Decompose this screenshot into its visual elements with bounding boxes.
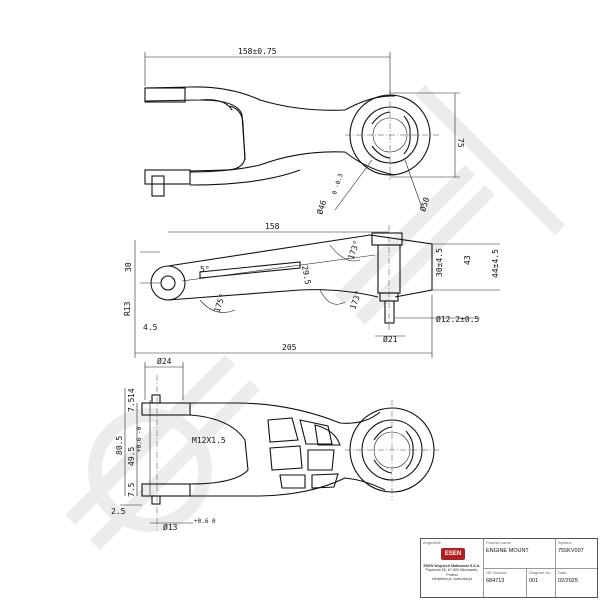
top-view: 158±0.75 75 Ø46 0 -0.3 Ø50 — [144, 47, 465, 216]
date-value: 02/2025 — [558, 578, 578, 584]
side-view-slot-width: 29.5 — [300, 265, 312, 286]
side-view-length-dim: 158 — [265, 222, 280, 231]
bottom-view-hole: Ø13 — [163, 522, 178, 532]
side-view-total-dim: 205 — [282, 343, 297, 352]
product-name: ENGINE MOUNT — [486, 548, 529, 554]
oe-number: 684713 — [486, 578, 505, 584]
oe-number-cell: OE Number 684713 — [483, 568, 526, 597]
top-view-height-dim: 75 — [456, 138, 465, 148]
watermark — [65, 85, 565, 550]
bottom-view: Ø24 M12X1.5 7.5 14 80.5 49.5 +0.6 -0 7.5… — [111, 356, 440, 532]
side-view-angle-top: 5° — [200, 265, 210, 274]
side-view: 158 205 30 R13 4.5 5° 29.5 175° 173° 173… — [123, 222, 500, 358]
bottom-view-hole-tol: +0.6 0 — [194, 518, 216, 525]
company-line: info@eksi.pl, www.eksi.pl — [431, 577, 473, 582]
product-name-label: Product name — [486, 540, 511, 545]
bottom-view-overall: 80.5 — [115, 436, 124, 455]
company-line: Papierów 65, 87-800 Włocławek, Poland — [425, 568, 479, 577]
side-view-left-height-dim: 30 — [124, 262, 133, 272]
side-view-shaft-base-dim: Ø21 — [383, 334, 398, 344]
title-block: Angestellt ESEN ESEN Wojciech Małkowski … — [420, 538, 598, 598]
side-view-shaft-dim: Ø12.2±0.5 — [436, 314, 480, 324]
side-view-height-43: 43 — [463, 255, 472, 265]
approve-label: Angestellt — [423, 540, 441, 545]
bottom-view-top-offset: 7.5 — [127, 397, 136, 412]
side-view-offset-dim: 4.5 — [143, 323, 158, 332]
bottom-view-inner: 49.5 — [127, 447, 136, 466]
side-view-angle-bottom-left: 175° — [212, 293, 227, 314]
logo-cell: Angestellt ESEN ESEN Wojciech Małkowski … — [421, 539, 483, 597]
bottom-view-inner-tol: +0.6 -0 — [136, 426, 143, 452]
diagram-cell: Diagram No. 001 — [526, 568, 555, 597]
top-view-length-dim: 158±0.75 — [238, 47, 277, 56]
bottom-view-thread: M12X1.5 — [192, 436, 226, 445]
side-view-height-44: 44±4.5 — [491, 249, 500, 278]
side-view-radius-dim: R13 — [123, 301, 132, 316]
top-view-hole-dim: Ø50 — [417, 196, 431, 213]
bottom-view-top-thickness: 14 — [127, 388, 136, 398]
bottom-view-diameter: Ø24 — [157, 356, 172, 366]
symbol-cell: Symbol 755KV007 — [555, 539, 597, 568]
diagram-label: Diagram No. — [529, 570, 552, 575]
diagram-no: 001 — [529, 578, 539, 584]
date-label: Date — [558, 570, 567, 575]
company-line: ESEN Wojciech Małkowski S.K.A. — [423, 564, 481, 568]
top-view-bore-dim: Ø46 — [314, 199, 328, 216]
symbol-label: Symbol — [558, 540, 572, 545]
bottom-view-edge: 2.5 — [111, 507, 126, 516]
bottom-view-bottom-offset: 7.5 — [127, 482, 136, 497]
symbol-value: 755KV007 — [558, 548, 584, 554]
oe-label: OE Number — [486, 570, 508, 575]
side-view-height-30: 30±4.5 — [435, 248, 444, 277]
product-name-cell: Product name ENGINE MOUNT — [483, 539, 555, 568]
date-cell: Date 02/2025 — [555, 568, 597, 597]
company-logo: ESEN — [441, 548, 465, 560]
side-view-angle-right-top: 173° — [346, 240, 361, 261]
top-view-bore-tol: 0 -0.3 — [331, 172, 344, 195]
